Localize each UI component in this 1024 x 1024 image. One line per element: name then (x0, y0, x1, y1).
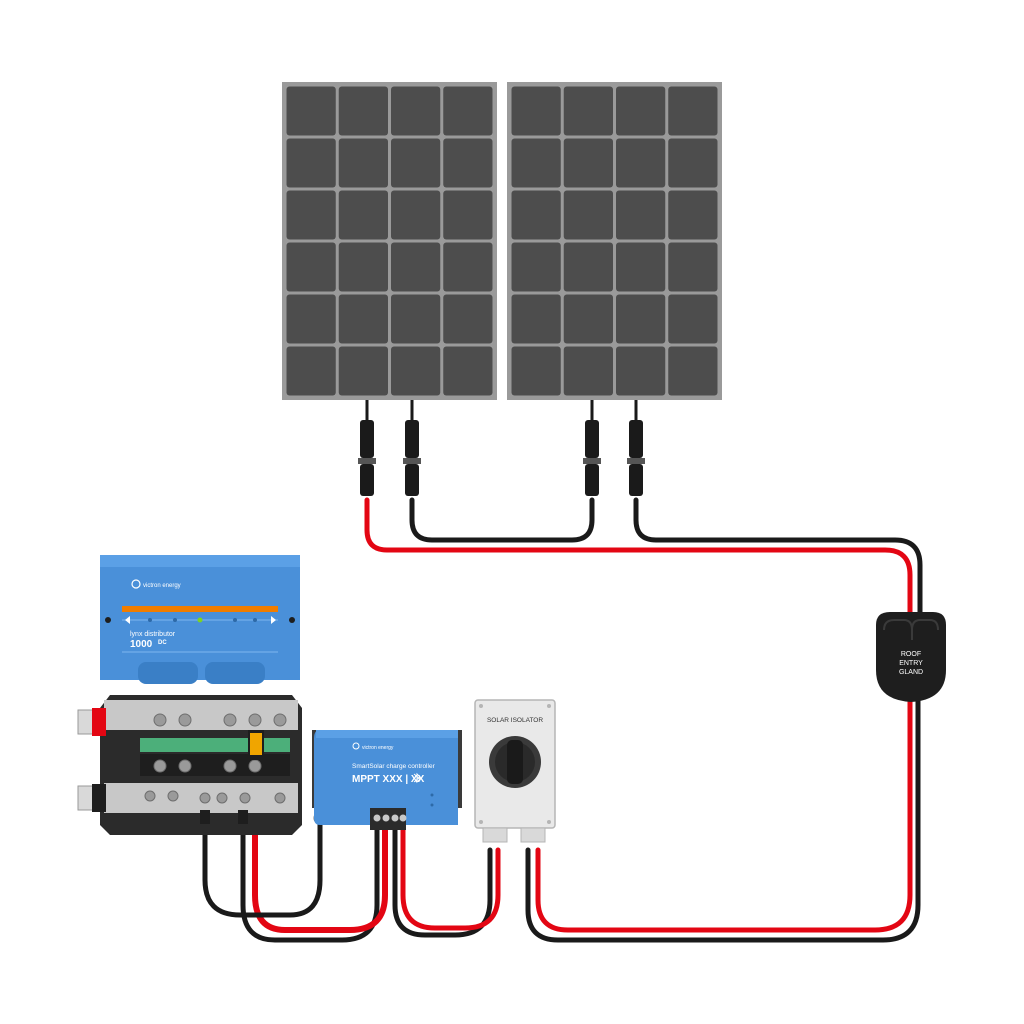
solar-cell (338, 294, 388, 344)
lynx-black-loop-cable (202, 817, 323, 918)
mppt-brand: victron energy (362, 745, 394, 751)
mc4-connector-icon (627, 400, 645, 496)
cables (202, 497, 923, 943)
solar-cell (286, 190, 336, 240)
solar-cell (563, 242, 613, 292)
solar-cell (511, 242, 561, 292)
solar-cell (511, 294, 561, 344)
solar-cell (668, 138, 718, 188)
victron-logo-icon (131, 579, 141, 589)
solar-cell (616, 242, 666, 292)
gland-to-isolator-red-cable (535, 697, 913, 933)
solar-cell (443, 86, 493, 136)
lynx-brand: victron energy (143, 583, 181, 589)
solar-cell (391, 242, 441, 292)
mc4-connector-icon (358, 400, 376, 496)
solar-cell (511, 86, 561, 136)
solar-cell (511, 346, 561, 396)
solar-cell (443, 242, 493, 292)
rotary-switch-icon (489, 736, 541, 788)
solar-panel-left (282, 82, 497, 400)
solar-cell (286, 242, 336, 292)
solar-cell (286, 346, 336, 396)
solar-cell (563, 346, 613, 396)
solar-cell (338, 138, 388, 188)
solar-cell (563, 86, 613, 136)
solar-cell (391, 190, 441, 240)
solar-cell (668, 346, 718, 396)
solar-cell (668, 294, 718, 344)
solar-cell (563, 138, 613, 188)
solar-cell (511, 138, 561, 188)
pv-positive-red-cable (364, 497, 913, 618)
lynx-distributor-busbar (77, 695, 327, 835)
isolator-label: SOLAR ISOLATOR (487, 717, 543, 724)
gland-label-line2: ENTRY (899, 660, 923, 667)
solar-cell (443, 138, 493, 188)
solar-cell (668, 190, 718, 240)
solar-cell (668, 242, 718, 292)
solar-cell (391, 346, 441, 396)
solar-cell (338, 86, 388, 136)
gland-to-isolator-black-cable (525, 697, 921, 943)
mppt-to-lynx-red-cable (252, 737, 388, 933)
solar-cell (286, 86, 336, 136)
solar-panel-right (507, 82, 722, 400)
solar-cell (338, 190, 388, 240)
solar-cell (616, 86, 666, 136)
mc4-connectors (358, 400, 645, 496)
solar-isolator: SOLAR ISOLATOR (474, 699, 556, 843)
solar-cell (511, 190, 561, 240)
lynx-distributor-cover: victron energy lynx distributor 1000 DC (100, 555, 300, 684)
victron-logo-icon (352, 742, 360, 750)
solar-cell (443, 294, 493, 344)
solar-cell (286, 294, 336, 344)
panel-series-black-cable (409, 497, 595, 543)
solar-cell (616, 138, 666, 188)
solar-cell (286, 138, 336, 188)
mc4-connector-icon (583, 400, 601, 496)
solar-cell (616, 346, 666, 396)
roof-entry-gland: ROOF ENTRY GLAND (876, 612, 946, 702)
mc4-connector-icon (403, 400, 421, 496)
solar-cell (391, 86, 441, 136)
gland-label-line1: ROOF (901, 651, 921, 658)
solar-cell (391, 138, 441, 188)
solar-cell (668, 86, 718, 136)
pv-negative-black-cable (633, 497, 923, 618)
lynx-name: lynx distributor (130, 631, 176, 638)
solar-cell (563, 190, 613, 240)
mppt-name: SmartSolar charge controller (352, 763, 436, 770)
isolator-to-mppt-red-cable (400, 827, 501, 931)
lynx-rating: 1000 (130, 639, 153, 650)
isolator-to-mppt-black-cable (392, 827, 493, 938)
solar-cell (616, 294, 666, 344)
solar-cell (338, 346, 388, 396)
solar-cell (443, 346, 493, 396)
solar-cell (563, 294, 613, 344)
bluetooth-icon (413, 772, 421, 784)
mppt-model: MPPT XXX | XX (352, 774, 425, 785)
mppt-charge-controller: victron energy SmartSolar charge control… (312, 730, 462, 830)
solar-cell (443, 190, 493, 240)
solar-cell (616, 190, 666, 240)
solar-cell (338, 242, 388, 292)
lynx-unit: DC (158, 640, 167, 646)
gland-label-line3: GLAND (899, 669, 923, 676)
solar-cell (391, 294, 441, 344)
